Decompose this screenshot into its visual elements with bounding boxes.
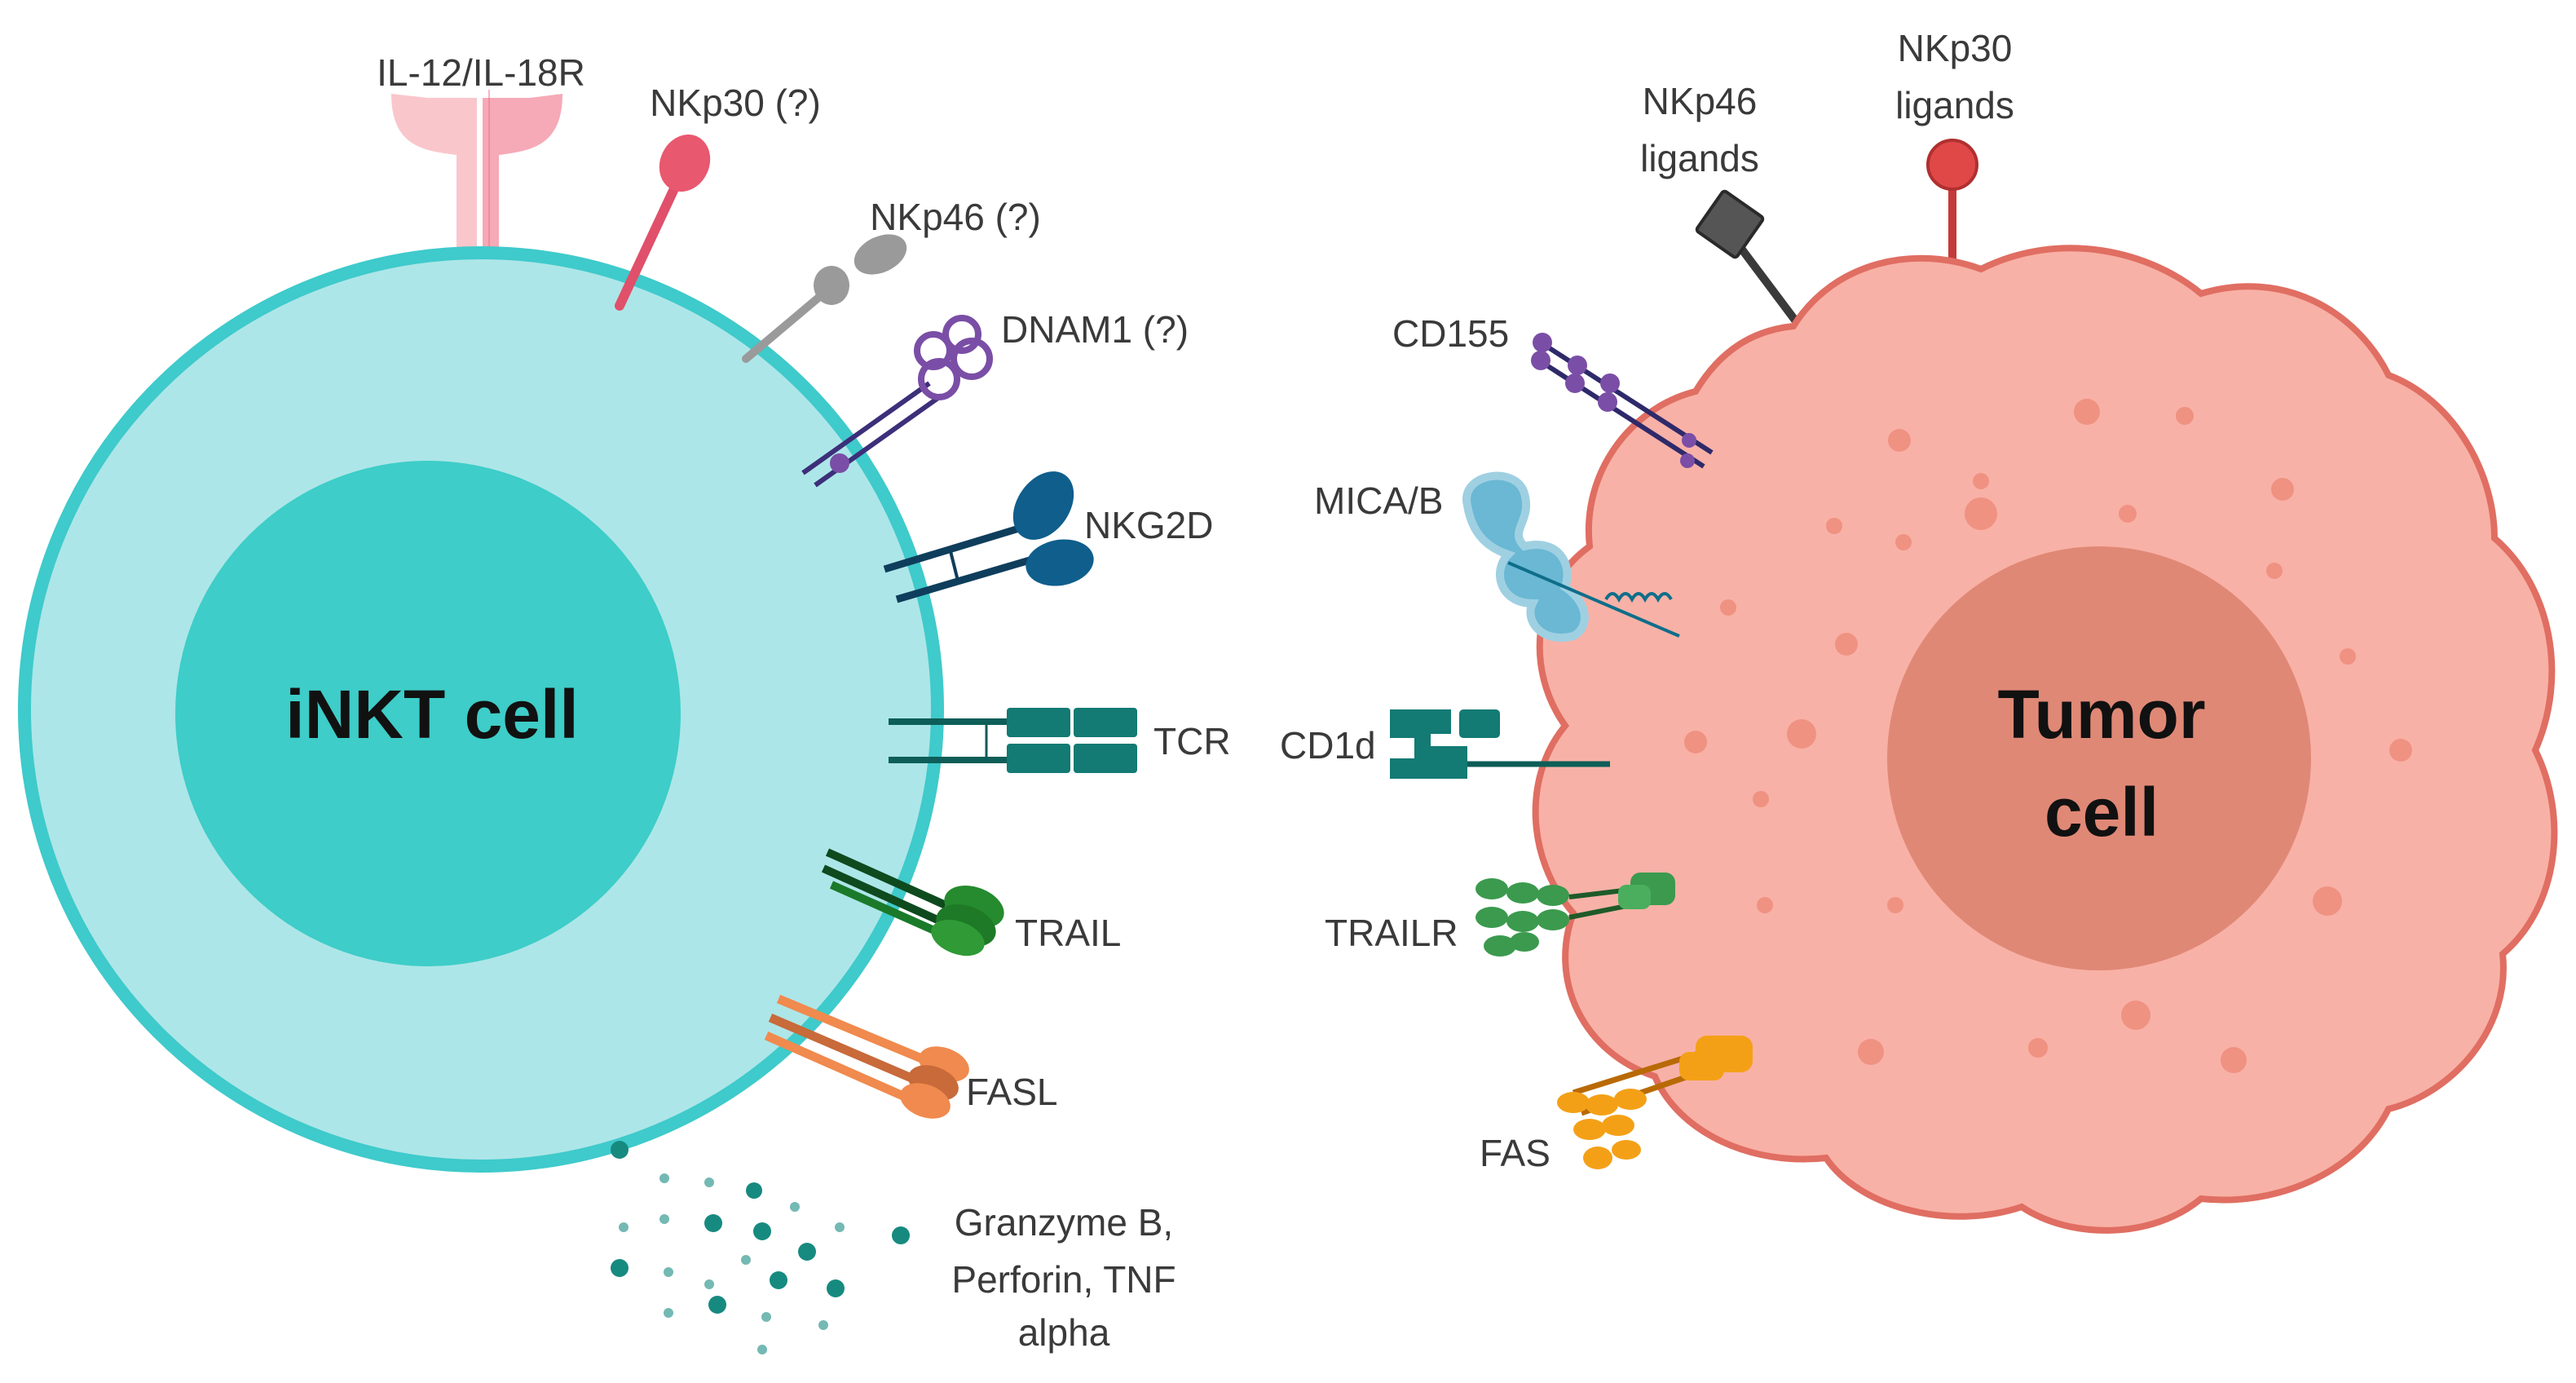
trail-label: TRAIL	[1015, 912, 1121, 954]
nkg2d-label: NKG2D	[1084, 504, 1213, 546]
inkt-nucleus	[175, 461, 681, 966]
cd155-ligand-icon	[1531, 333, 1714, 469]
tumor-cell-title-line1: Tumor	[1997, 676, 2205, 753]
nkp30-receptor-icon	[615, 134, 711, 311]
cd1d-label: CD1d	[1280, 724, 1376, 767]
tumor-cell-title-line2: cell	[2044, 774, 2159, 851]
mica-b-label: MICA/B	[1314, 479, 1443, 522]
inkt-cell: iNKT cell	[18, 51, 1231, 1354]
mica-b-ligand-icon	[1462, 471, 1680, 642]
tumor-cell: Tumor cell	[1280, 27, 2558, 1234]
tumor-nucleus	[1887, 546, 2311, 970]
trailr-label: TRAILR	[1325, 912, 1458, 954]
granzyme-label-line1: Granzyme B,	[955, 1201, 1173, 1244]
nkp46-ligands-label-line2: ligands	[1640, 137, 1759, 179]
tumor-vesicles	[1684, 399, 2412, 1073]
tcr-label: TCR	[1153, 720, 1231, 762]
fasl-label: FASL	[966, 1071, 1058, 1113]
fas-receptor-icon	[1557, 1036, 1753, 1169]
fasl-ligand-icon	[764, 994, 969, 1119]
nkp30-ligands-label-line2: ligands	[1895, 84, 2014, 126]
inkt-cell-title: iNKT cell	[285, 676, 578, 753]
nkp46-label: NKp46 (?)	[870, 196, 1041, 238]
cd155-label: CD155	[1392, 312, 1509, 355]
il12-il18r-label: IL-12/IL-18R	[377, 51, 585, 94]
dnam1-label: DNAM1 (?)	[1001, 308, 1189, 351]
cd1d-molecule-icon	[1390, 709, 1610, 779]
granzyme-label-line2: Perforin, TNF	[951, 1258, 1176, 1301]
il12-il18-receptor-icon	[391, 90, 562, 318]
tcr-receptor-icon	[889, 708, 1137, 773]
nkp46-receptor-icon	[742, 234, 907, 363]
nkp30-label: NKp30 (?)	[650, 82, 821, 124]
nkg2d-receptor-icon	[883, 471, 1094, 603]
nkp46-ligands-label-line1: NKp46	[1643, 80, 1758, 122]
cytotoxic-granules-icon	[611, 1141, 910, 1354]
trail-ligand-icon	[821, 848, 1004, 957]
fas-label: FAS	[1480, 1132, 1550, 1174]
granzyme-label-line3: alpha	[1018, 1311, 1110, 1354]
trailr-receptor-icon	[1475, 873, 1675, 957]
nkp30-ligands-label-line1: NKp30	[1898, 27, 2013, 69]
dnam1-receptor-icon	[801, 315, 993, 488]
